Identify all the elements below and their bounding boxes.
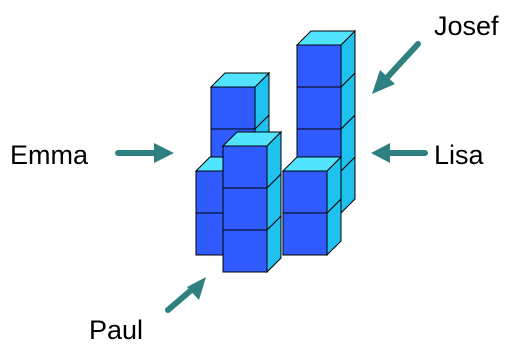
cube-top-face — [221, 131, 283, 147]
cube-front-face — [296, 86, 342, 130]
cube-front-face — [282, 170, 328, 214]
cube — [296, 71, 356, 131]
arrow-lisa — [371, 143, 428, 163]
cube-column-middle-right — [281, 155, 343, 257]
cube — [222, 172, 282, 232]
cube — [282, 197, 342, 257]
cube-front-face — [222, 145, 268, 189]
label-lisa: Lisa — [434, 140, 485, 170]
label-emma: Emma — [10, 140, 89, 170]
arrow-paul — [165, 277, 206, 313]
cube-top-face — [281, 156, 343, 172]
cube — [221, 130, 283, 190]
cube — [295, 29, 357, 89]
cube-front-face — [222, 229, 268, 273]
arrow-josef — [372, 41, 421, 94]
cube-front-face — [222, 187, 268, 231]
cube — [281, 155, 343, 215]
arrow-emma — [115, 143, 174, 163]
label-josef: Josef — [434, 11, 499, 41]
cube-structure — [194, 29, 357, 274]
cube-top-face — [209, 72, 271, 88]
cube — [209, 71, 271, 131]
cube-column-front-center — [221, 130, 283, 274]
cube-top-face — [295, 30, 357, 46]
cube-front-face — [296, 44, 342, 88]
cube-front-face — [210, 86, 256, 130]
label-paul: Paul — [89, 315, 143, 345]
arrows — [115, 41, 428, 313]
cube-front-face — [282, 212, 328, 256]
